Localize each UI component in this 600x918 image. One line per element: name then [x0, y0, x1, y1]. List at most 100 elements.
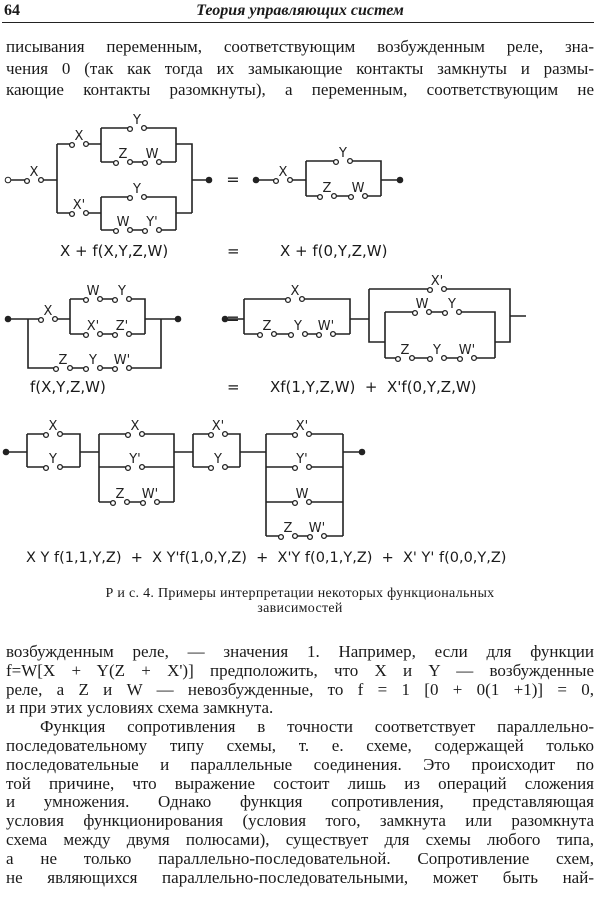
contact-label: Y: [293, 319, 302, 334]
contact-terminal: [111, 331, 119, 339]
relay-contact-diagram2: W: [82, 284, 104, 304]
relay-contact-diagram1: W: [141, 147, 163, 167]
relay-contact-diagram2: X: [284, 284, 306, 304]
contact-terminal: [96, 295, 104, 303]
contact-label: X: [44, 304, 53, 319]
contact-label: Y': [128, 452, 141, 467]
contact-terminal: [82, 140, 90, 148]
contact-label: W: [296, 487, 309, 502]
text-line: условия функционирования (условия того, …: [6, 811, 594, 831]
contact-label: X: [279, 165, 288, 180]
relay-contact-diagram1: Z: [112, 147, 134, 167]
relay-contact-diagram1: Z: [316, 181, 338, 201]
top-paragraph: писывания переменным, соответствующим во…: [6, 36, 594, 101]
relay-contact-diagram3: Y': [124, 452, 146, 472]
relay-contact-diagram1: X: [272, 165, 294, 185]
contact-terminal: [440, 354, 448, 362]
text-line: f=W[X + Y(Z + X')] предположить, что X и…: [6, 660, 594, 680]
contact-terminal: [82, 209, 90, 217]
circuit-pole: [4, 315, 12, 323]
relay-contact-diagram2: Z: [52, 353, 74, 373]
text-line: последовательные и параллельные соединен…: [6, 754, 594, 774]
contact-terminal: [425, 308, 433, 316]
contact-label: W': [459, 343, 475, 358]
relay-contact-diagram3: X': [207, 419, 229, 439]
contact-terminal: [270, 330, 278, 338]
diagram3-wires: [6, 433, 362, 537]
text-line: а не только параллельно-последовательной…: [6, 848, 594, 868]
caption-line: Р и с. 4. Примеры интерпретации некоторы…: [105, 586, 495, 601]
contact-label: Y: [132, 182, 141, 197]
contact-terminal: [42, 464, 50, 472]
contact-label: Z: [59, 353, 68, 368]
relay-contact-diagram2: Y: [111, 284, 133, 304]
text-line: не являющихся параллельно-последовательн…: [6, 867, 594, 887]
contact-terminal: [126, 226, 134, 234]
circuit-pole: [4, 176, 12, 184]
contact-terminal: [305, 463, 313, 471]
contact-label: W: [146, 147, 159, 162]
contact-terminal: [56, 430, 64, 438]
text-line: и умножения. Однако функция сопротивлени…: [6, 792, 594, 812]
contact-terminal: [221, 430, 229, 438]
contact-terminal: [109, 499, 117, 507]
contact-terminal: [305, 430, 313, 438]
relay-contact-diagram3: Z: [109, 487, 131, 507]
text-line: последовательному типу схемы, т. е. схем…: [6, 735, 594, 755]
contact-label: W': [318, 319, 334, 334]
relay-contact-diagram2: X': [426, 274, 448, 294]
contact-terminal: [126, 158, 134, 166]
contact-terminal: [301, 330, 309, 338]
relay-contact-diagram1: Y: [332, 146, 354, 166]
contact-terminal: [287, 331, 295, 339]
contact-terminal: [286, 176, 294, 184]
contact-terminal: [291, 464, 299, 472]
contact-terminal: [125, 330, 133, 338]
contact-label: Y: [447, 297, 456, 312]
circuit-pole: [174, 315, 182, 323]
relay-contact-diagram2: Y: [287, 319, 309, 339]
contact-terminal: [346, 157, 354, 165]
contact-terminal: [112, 227, 120, 235]
contact-label: Z: [119, 147, 128, 162]
contact-label: Y: [48, 452, 57, 467]
equals-sign: =: [226, 170, 239, 189]
contact-terminal: [125, 295, 133, 303]
contact-terminal: [111, 365, 119, 373]
contact-terminal: [408, 354, 416, 362]
contact-label: Y: [117, 284, 126, 299]
caption-line: зависимостей: [257, 601, 343, 616]
contact-terminal: [153, 498, 161, 506]
relay-contact-diagram1: Y': [141, 215, 163, 235]
contact-terminal: [332, 158, 340, 166]
contact-terminal: [124, 464, 132, 472]
text-line: писывания переменным, соответствующим во…: [6, 37, 594, 56]
relay-contact-diagram3: W': [139, 487, 161, 507]
contact-terminal: [272, 177, 280, 185]
contact-terminal: [291, 499, 299, 507]
text-line: кающие контакты разомкнуты), а переменны…: [6, 80, 594, 99]
contact-terminal: [347, 193, 355, 201]
circuit-pole: [252, 176, 260, 184]
contact-label: X: [30, 165, 39, 180]
relay-contact-diagram1: X: [23, 165, 45, 185]
contact-label: Y: [432, 343, 441, 358]
contact-terminal: [291, 532, 299, 540]
contact-terminal: [139, 499, 147, 507]
contact-label: W: [117, 215, 130, 230]
contact-terminal: [441, 309, 449, 317]
contact-terminal: [291, 431, 299, 439]
relay-contact-diagram3: X': [291, 419, 313, 439]
contact-terminal: [111, 296, 119, 304]
relay-contact-diagram2: X: [37, 304, 59, 324]
contact-terminal: [123, 498, 131, 506]
contact-label: Y: [338, 146, 347, 161]
contact-label: Y: [213, 452, 222, 467]
contact-terminal: [426, 286, 434, 294]
text-line: Функция сопротивления в точности соответ…: [40, 717, 594, 737]
contact-terminal: [284, 296, 292, 304]
contact-terminal: [141, 227, 149, 235]
contact-label: X: [75, 129, 84, 144]
contact-label: Y': [295, 452, 308, 467]
